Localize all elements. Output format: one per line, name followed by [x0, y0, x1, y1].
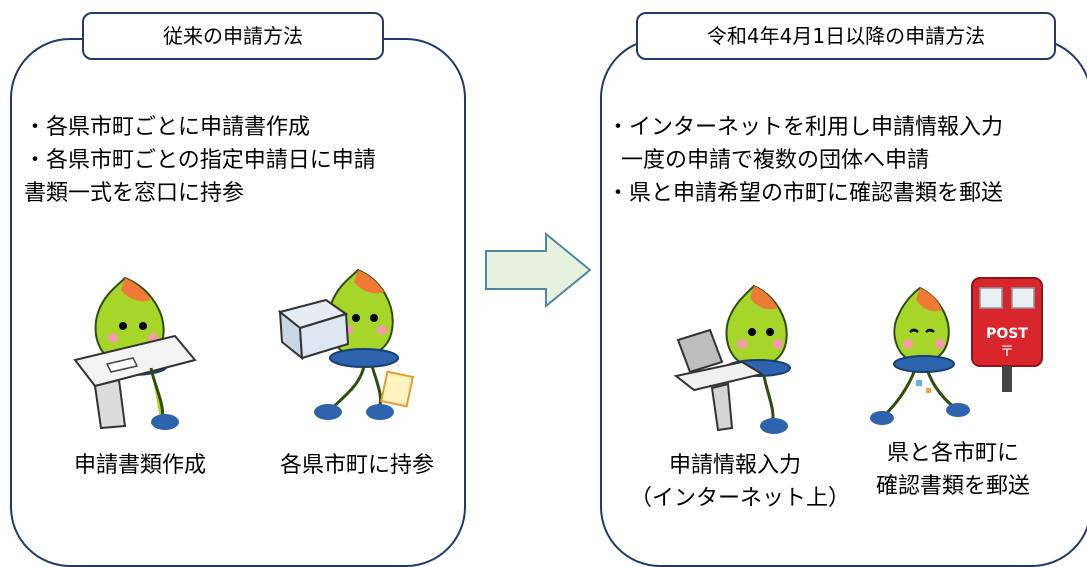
caption-input-online-line2: （インターネット上）: [630, 486, 851, 511]
caption-mail-documents-line1: 県と各市町に: [886, 441, 1019, 466]
right-bullet-list: ・インターネットを利用し申請情報入力 一度の申請で複数の団体へ申請・県と申請希望…: [607, 111, 1003, 210]
caption-create-documents: 申請書類作成: [73, 453, 206, 478]
right-panel-title: 令和4年4月1日以降の申請方法: [636, 12, 1056, 60]
postbox-icon: POST 〒: [971, 277, 1043, 392]
caption-bring-to-offices: 各県市町に持参: [279, 453, 434, 478]
caption-input-online-line1: 申請情報入力: [668, 453, 801, 478]
caption-mail-documents: 県と各市町に確認書類を郵送: [858, 437, 1048, 503]
left-bullet-list: ・各県市町ごとに申請書作成・各県市町ごとの指定申請日に申請書類一式を窓口に持参: [24, 111, 376, 210]
postbox-mark: 〒: [1000, 344, 1014, 360]
right-bullet-1: ・インターネットを利用し申請情報入力: [607, 115, 1004, 140]
right-arrow-icon: [485, 231, 592, 309]
left-panel-title: 従来の申請方法: [82, 12, 384, 60]
mascot-running-icon: [870, 286, 970, 425]
mascot-laptop-icon: [673, 284, 791, 434]
caption-mail-documents-line2: 確認書類を郵送: [875, 474, 1030, 499]
right-bullet-3: ・県と申請希望の市町に確認書類を郵送: [607, 181, 1004, 206]
mascot-carrying-box-icon: [277, 268, 415, 420]
postbox-sign: POST: [986, 326, 1028, 342]
mascot-writing-icon: [73, 276, 197, 430]
right-bullet-2: 一度の申請で複数の団体へ申請: [607, 148, 929, 173]
left-bullet-3: 書類一式を窓口に持参: [24, 181, 245, 206]
left-bullet-1: ・各県市町ごとに申請書作成: [24, 115, 311, 140]
caption-input-online: 申請情報入力 （インターネット上）: [630, 449, 851, 515]
left-bullet-2: ・各県市町ごとの指定申請日に申請: [24, 148, 376, 173]
